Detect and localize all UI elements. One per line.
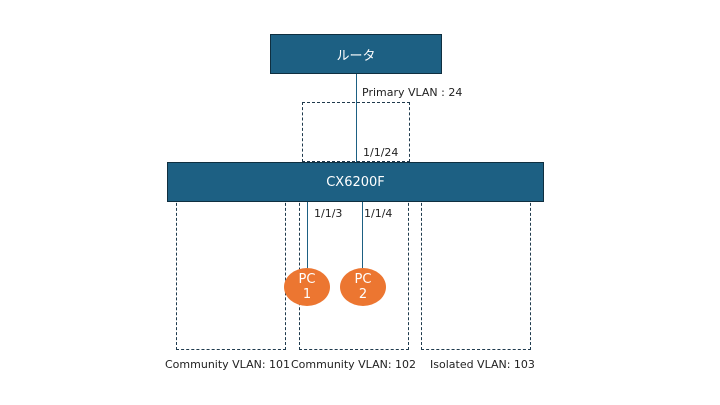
pc2-link [362,202,363,268]
uplink-port-label: 1/1/24 [363,146,399,159]
vlan-102-label: Community VLAN: 102 [291,358,417,371]
pc1-label-line2: 1 [302,287,312,302]
switch-label: CX6200F [326,174,385,190]
pc1-label-line1: PC [298,272,316,287]
pc2-label-line1: PC [354,272,372,287]
switch-node: CX6200F [167,162,544,202]
pc1-node: PC 1 [284,268,330,306]
pc2-node: PC 2 [340,268,386,306]
community-vlan-101-region [176,193,286,350]
router-switch-link [356,74,357,162]
pc2-port-label: 1/1/4 [364,207,393,220]
isolated-vlan-103-region [421,193,531,350]
router-label: ルータ [336,48,376,64]
vlan-101-label: Community VLAN: 101 [165,358,291,371]
primary-vlan-label: Primary VLAN : 24 [362,86,463,99]
pc1-port-label: 1/1/3 [314,207,343,220]
router-node: ルータ [270,34,442,74]
vlan-103-label: Isolated VLAN: 103 [430,358,535,371]
pc2-label-line2: 2 [358,287,368,302]
pc1-link [307,202,308,268]
